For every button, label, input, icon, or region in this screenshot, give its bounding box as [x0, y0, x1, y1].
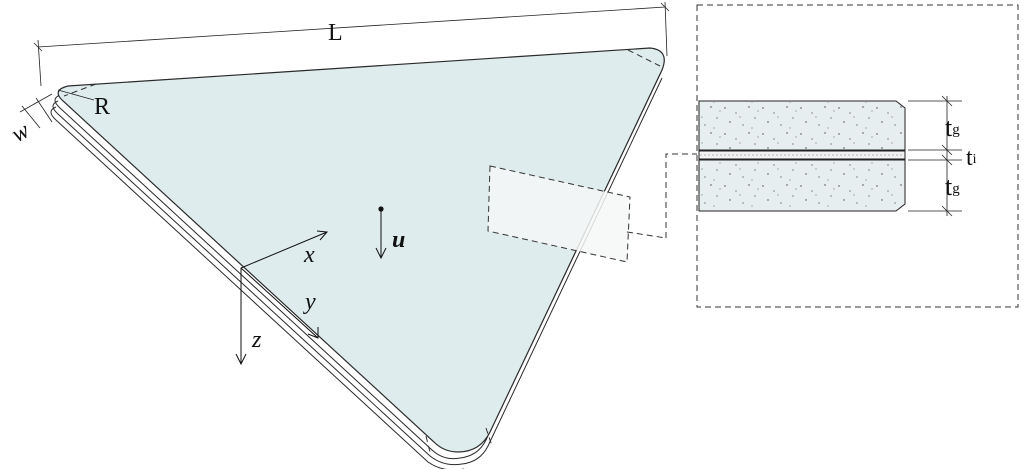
coordinate-axes: x y z	[235, 230, 329, 366]
glass-top-thickness-label: tg	[945, 113, 960, 142]
corner-radius-annotation: R	[57, 89, 110, 120]
width-dimension: w	[7, 93, 53, 149]
interlayer-thickness-label: ti	[966, 145, 977, 171]
radius-label: R	[94, 94, 110, 120]
load-label: u	[392, 227, 405, 253]
section-cut-marker	[487, 153, 697, 263]
y-axis-label: y	[303, 289, 316, 315]
corner-hint-lines	[63, 49, 661, 453]
length-label: L	[328, 20, 343, 46]
cross-section-detail: tg ti tg	[696, 4, 1019, 308]
width-label: w	[7, 118, 34, 149]
load-arrow: u	[375, 206, 405, 260]
plate-edge-layers	[50, 71, 663, 469]
length-dimension: L	[33, 1, 670, 87]
glass-bottom-thickness-label: tg	[945, 172, 960, 201]
x-axis-label: x	[303, 242, 315, 268]
detail-frame	[696, 4, 1019, 308]
z-axis-label: z	[251, 327, 262, 353]
plate-top-face	[57, 47, 665, 453]
